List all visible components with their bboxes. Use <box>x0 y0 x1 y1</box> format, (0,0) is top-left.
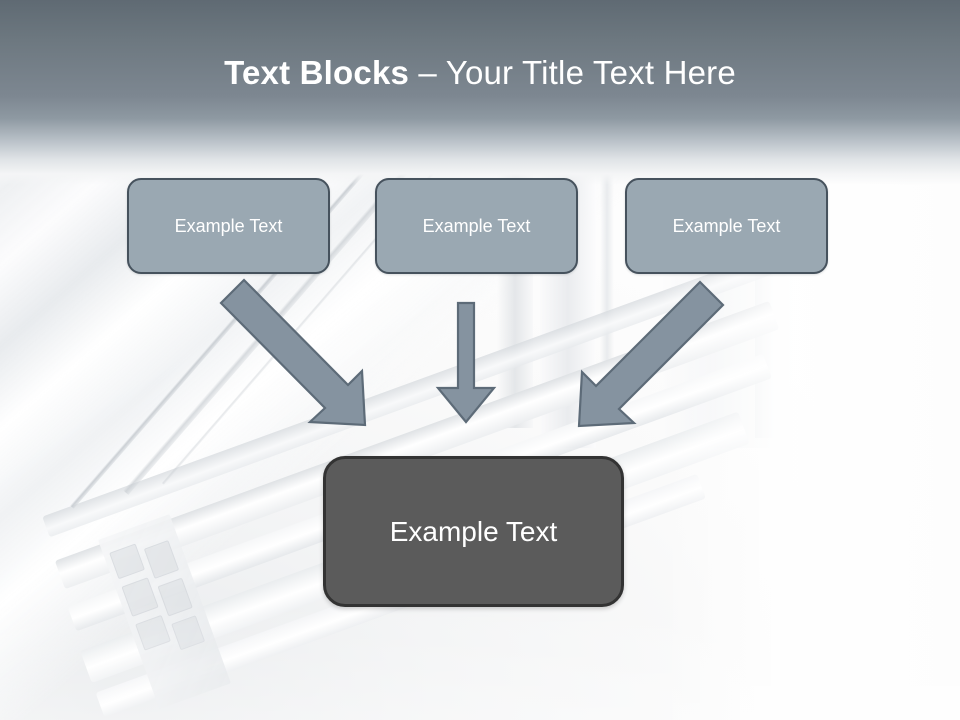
photo-bottom-fade <box>0 600 960 720</box>
title-rest: Your Title Text Here <box>445 54 736 91</box>
frame-pillar <box>497 128 533 428</box>
text-box-3-label: Example Text <box>672 215 781 236</box>
text-box-2-label: Example Text <box>422 215 531 236</box>
text-box-result-label: Example Text <box>389 515 558 547</box>
text-box-result[interactable]: Example Text <box>323 456 624 607</box>
text-box-2[interactable]: Example Text <box>375 178 578 274</box>
text-box-1[interactable]: Example Text <box>127 178 330 274</box>
text-box-3[interactable]: Example Text <box>625 178 828 274</box>
text-box-1-label: Example Text <box>174 215 283 236</box>
title-strong: Text Blocks <box>224 54 410 91</box>
title-separator: – <box>409 54 446 91</box>
page-title: Text Blocks – Your Title Text Here <box>0 52 960 94</box>
